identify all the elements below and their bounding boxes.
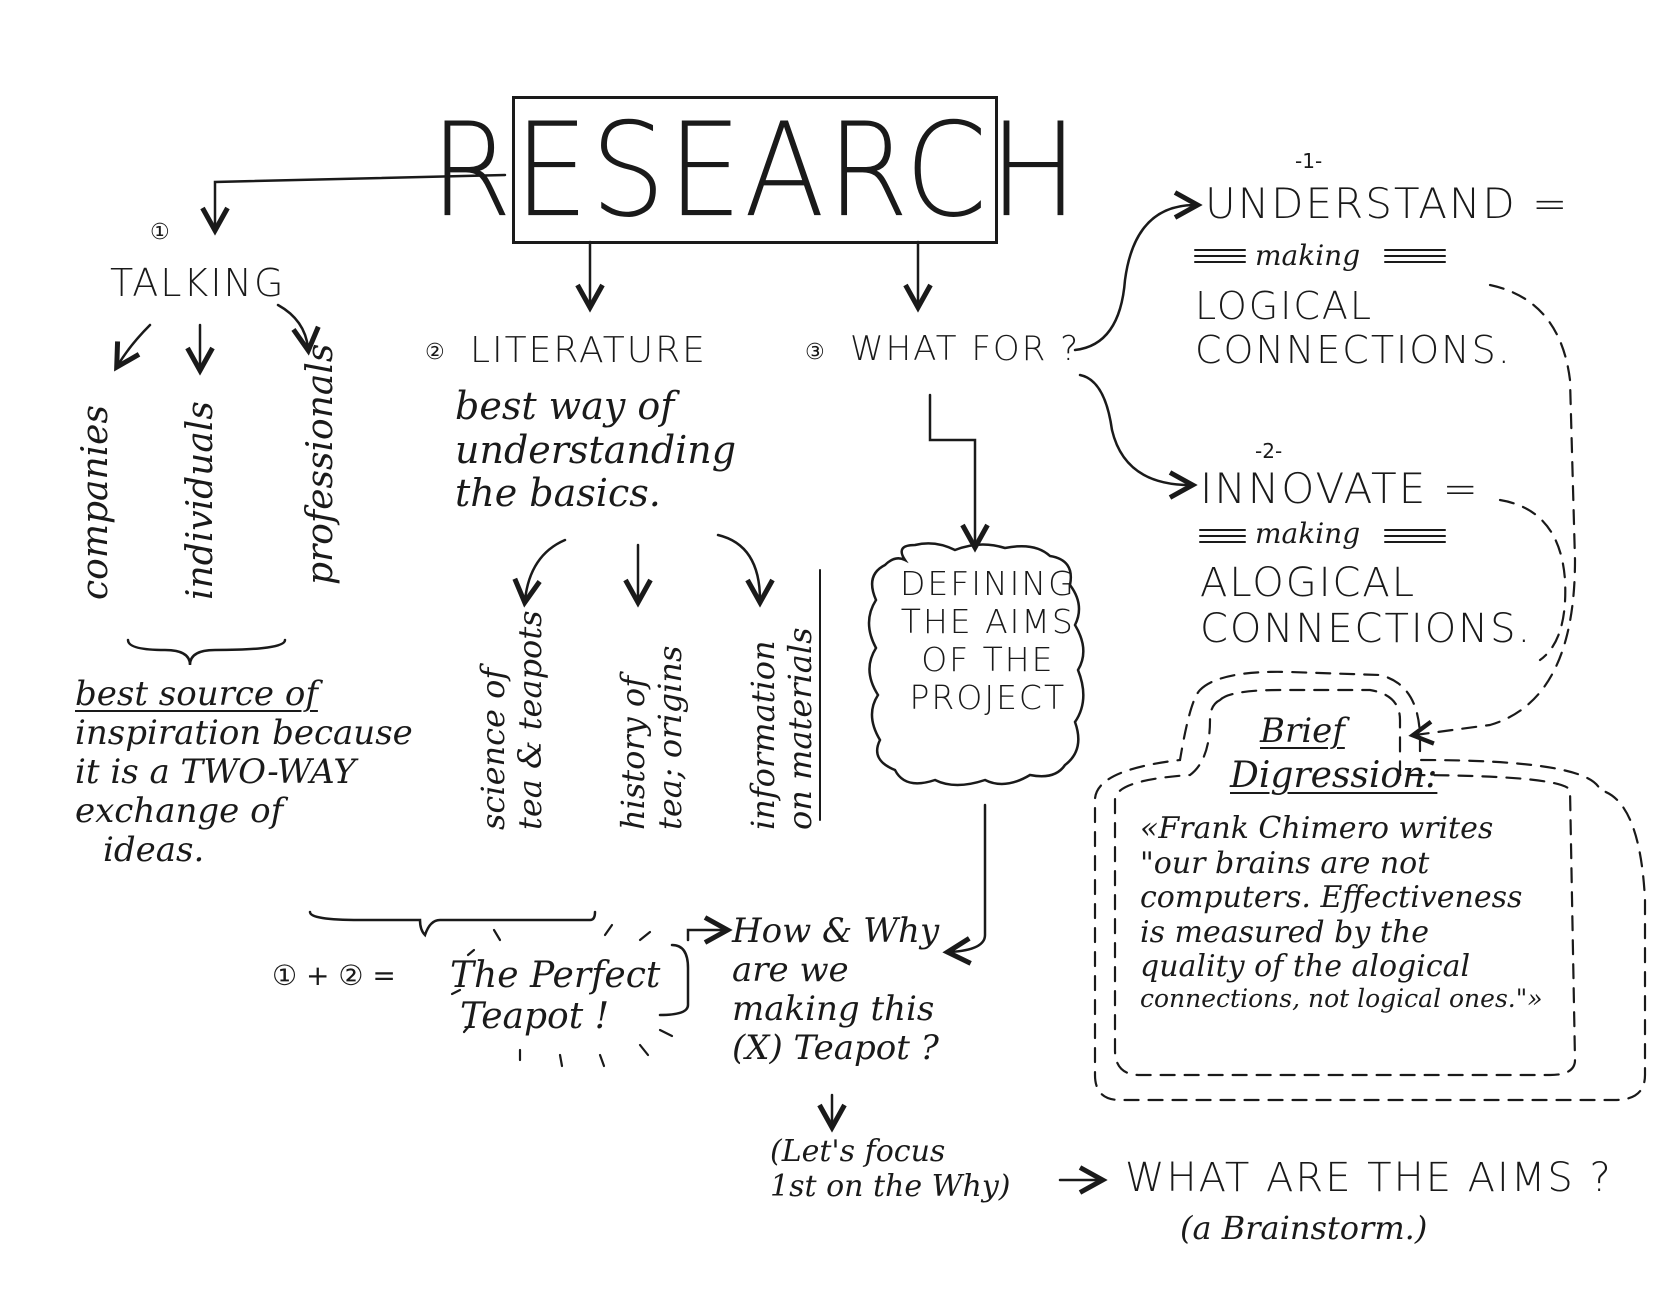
perfect-teapot: The Perfect Teapot !: [450, 955, 660, 1038]
literature-item-line: tea & teapots: [510, 610, 549, 830]
quote-line: computers. Effectiveness: [1140, 880, 1523, 915]
innovate-lines: ALOGICAL CONNECTIONS.: [1200, 560, 1532, 652]
perfect-line: The Perfect: [450, 955, 661, 996]
quote-line: "our brains are not: [1140, 845, 1430, 881]
brace-talking: [126, 638, 287, 666]
talking-note-line: ideas.: [103, 830, 205, 871]
innovate-line: CONNECTIONS.: [1200, 606, 1533, 652]
arrow-to-professionals: [276, 303, 308, 348]
literature-item-line: information: [744, 640, 782, 830]
talking-item-individuals: individuals: [180, 401, 221, 600]
arrow-defining-to-howwhy: [950, 803, 987, 952]
arrow-to-understand: [1073, 205, 1195, 352]
innovate-label: INNOVATE =: [1200, 464, 1480, 513]
literature-note-line: best way of: [455, 384, 675, 428]
quote-line: quality of the alogical: [1140, 949, 1471, 984]
perfect-line: Teapot !: [460, 996, 610, 1038]
howwhy-line: are we: [732, 950, 849, 991]
howwhy-line: making this: [732, 989, 935, 1030]
defining-line: OF THE: [921, 639, 1055, 679]
defining-line: DEFINING: [900, 564, 1076, 603]
brace-perfect: [308, 910, 597, 938]
branch2-label: LITERATURE: [470, 330, 707, 371]
focus-note: (Let's focus 1st on the Why): [770, 1134, 1011, 1204]
howwhy-line: (X) Teapot ?: [732, 1028, 939, 1069]
understand-label: UNDERSTAND =: [1205, 179, 1570, 228]
understand-number: -1-: [1295, 149, 1323, 173]
literature-note-line: understanding: [455, 427, 737, 472]
dashed-understand-to-digression: [1415, 283, 1577, 735]
teapot-rays: [450, 923, 674, 1068]
branch1-label: TALKING: [110, 261, 286, 305]
digression-quote: «Frank Chimero writes "our brains are no…: [1140, 811, 1543, 1013]
talking-item-companies: companies: [75, 405, 116, 600]
quote-line: «Frank Chimero writes: [1140, 811, 1494, 846]
perfect-formula: ① + ② =: [272, 959, 396, 992]
talking-note-line: exchange of: [75, 791, 284, 832]
focus-line: (Let's focus: [770, 1134, 946, 1169]
quote-line: is measured by the: [1140, 914, 1429, 950]
talking-note-line: best source of: [75, 674, 318, 714]
literature-item-line: science of: [474, 667, 512, 830]
branch2-number: ②: [425, 340, 445, 365]
literature-item-history: history of tea; origins: [614, 645, 689, 830]
arrow-title-to-talking: [215, 173, 507, 228]
talking-note: best source of inspiration because it is…: [75, 674, 413, 871]
literature-note-line: the basics.: [455, 471, 661, 516]
talking-note-line: inspiration because: [75, 713, 413, 754]
arrow-to-information: [716, 533, 760, 600]
digression-title-1: Brief: [1260, 711, 1345, 751]
literature-item-information: information on materials: [744, 627, 819, 830]
how-why: How & Why are we making this (X) Teapot …: [732, 911, 940, 1069]
digression-border-inner: [1113, 688, 1577, 1077]
talking-item-professionals: professionals: [300, 343, 341, 585]
focus-line: 1st on the Why): [770, 1168, 1011, 1204]
understand-lines: LOGICAL CONNECTIONS.: [1195, 284, 1512, 372]
understand-line: LOGICAL: [1195, 284, 1374, 328]
defining-cloud: [867, 542, 1085, 787]
innovate-number: -2-: [1255, 439, 1283, 463]
arrow-to-companies: [118, 323, 152, 365]
title-box: RESEARCH: [430, 94, 1078, 246]
arrow-to-howwhy: [686, 930, 725, 940]
literature-item-line: tea; origins: [650, 645, 689, 830]
literature-item-line: history of: [614, 675, 652, 830]
digression-border-outer: [1093, 670, 1647, 1102]
arrow-to-innovate: [1078, 373, 1190, 485]
branch1-number: ①: [150, 220, 170, 245]
understand-making: making: [1255, 239, 1361, 272]
branch3-label: WHAT FOR ?: [850, 329, 1081, 369]
bracket-perfect-to-howwhy: [658, 943, 690, 1017]
dashed-innovate-to-digression: [1498, 498, 1567, 662]
innovate-line: ALOGICAL: [1200, 560, 1417, 606]
aims-sub: (a Brainstorm.): [1180, 1209, 1428, 1247]
literature-item-line: on materials: [780, 627, 819, 830]
aims-label: WHAT ARE THE AIMS ?: [1125, 1155, 1613, 1201]
branch3-number: ③: [805, 340, 825, 365]
page-title: RESEARCH: [430, 94, 1080, 246]
understand-line: CONNECTIONS.: [1195, 327, 1512, 372]
arrow-to-defining: [928, 393, 975, 545]
howwhy-line: How & Why: [732, 911, 940, 951]
defining-aims: DEFINING THE AIMS OF THE PROJECT: [900, 565, 1076, 717]
defining-line: PROJECT: [909, 677, 1067, 717]
literature-note: best way of understanding the basics.: [455, 384, 737, 516]
quote-line: connections, not logical ones."»: [1140, 983, 1543, 1013]
digression-title-2: Digression:: [1230, 755, 1438, 796]
talking-note-line: it is a TWO-WAY: [75, 752, 356, 793]
arrow-to-science: [525, 538, 567, 600]
literature-item-science: science of tea & teapots: [474, 610, 549, 830]
innovate-making: making: [1255, 517, 1361, 550]
defining-line: THE AIMS: [900, 601, 1075, 641]
